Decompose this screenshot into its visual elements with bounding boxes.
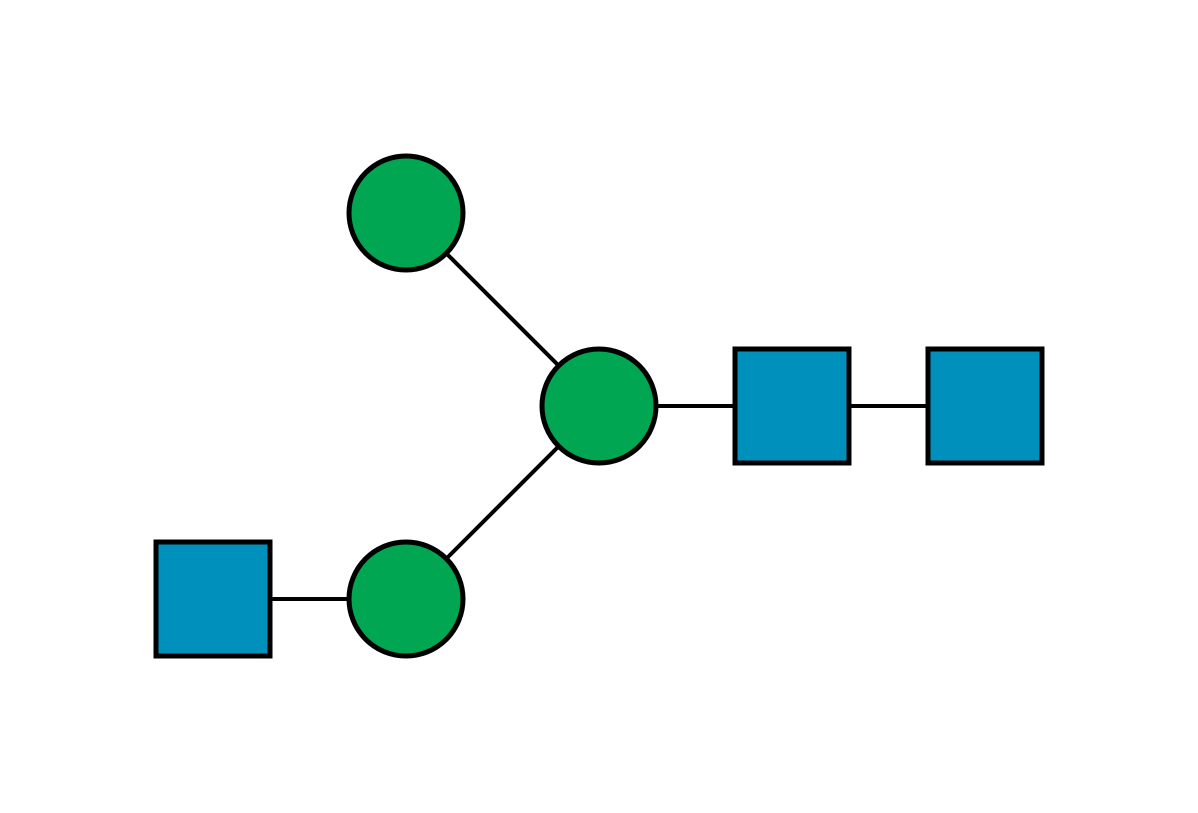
circle-center-circle-node bbox=[539, 346, 659, 466]
circle-top-circle-node bbox=[346, 153, 466, 273]
square-left-square-node bbox=[153, 539, 273, 659]
residues-layer bbox=[153, 153, 1045, 659]
square-right-2-square-node bbox=[925, 346, 1045, 466]
circle-bottom-circle-node bbox=[346, 539, 466, 659]
square-right-1-square-node bbox=[732, 346, 852, 466]
